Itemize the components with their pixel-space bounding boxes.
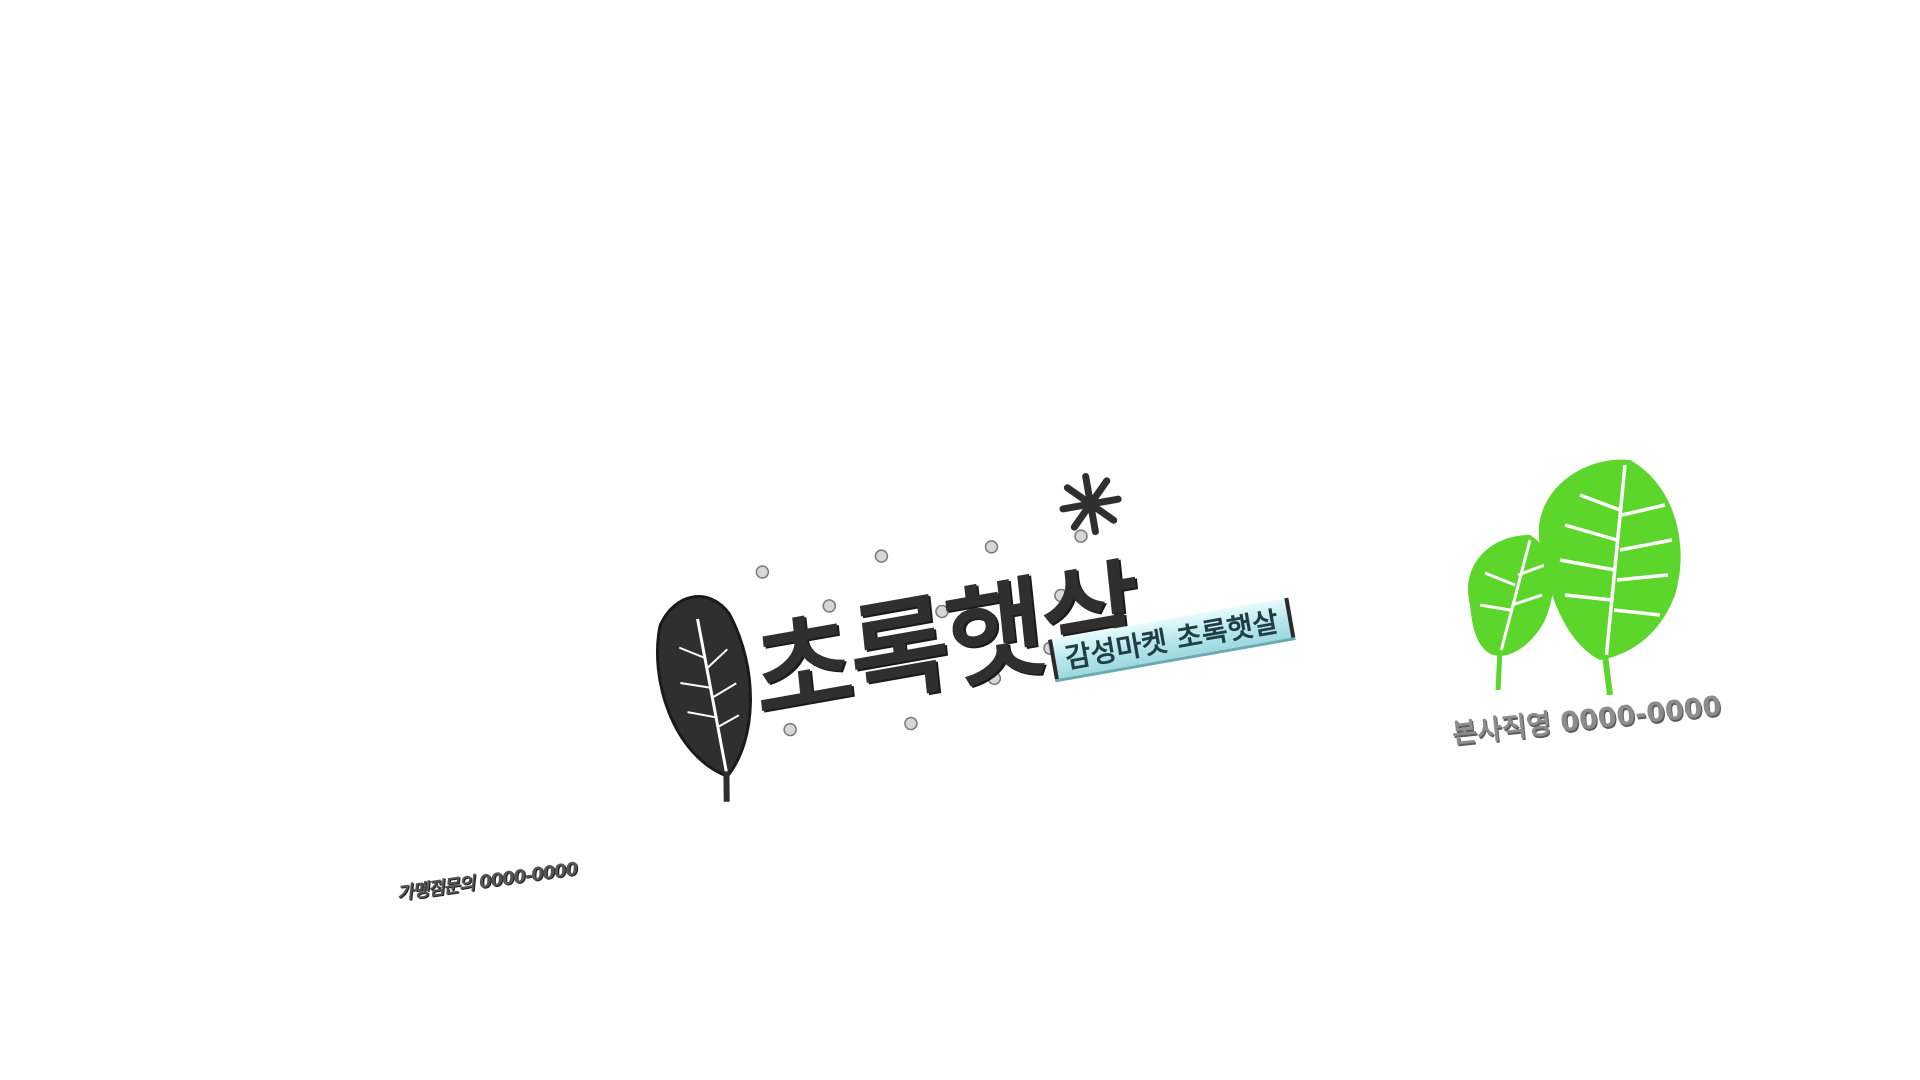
sun-icon	[1059, 472, 1122, 536]
main-sign: 초록햇살	[630, 472, 1187, 826]
mounting-pins	[755, 529, 1088, 737]
leaf-icon	[656, 595, 752, 802]
leaves-logo-icon	[1460, 455, 1710, 696]
franchise-phone-text: 가맹점문의 0000-0000	[395, 858, 579, 905]
sign-graphics	[656, 472, 1122, 802]
